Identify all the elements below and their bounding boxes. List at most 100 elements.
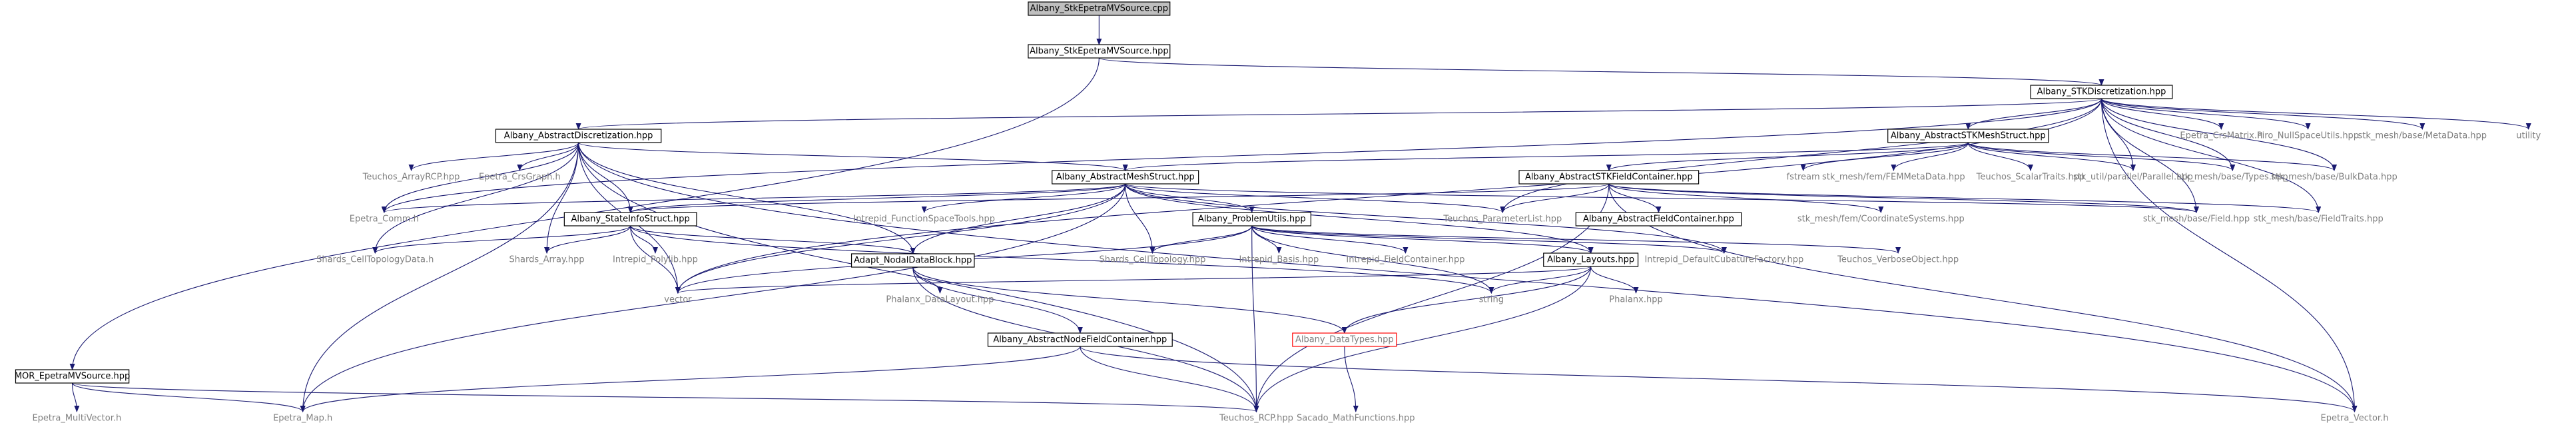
- node-box: [1887, 129, 2049, 143]
- edge-absdisc-to-map: [300, 142, 579, 412]
- node-albany-problemutils-hpp[interactable]: Albany_ProblemUtils.hpp: [1192, 212, 1311, 226]
- edge-stkdisc-to-piro: [2100, 98, 2311, 130]
- node-label: utility: [2516, 131, 2541, 141]
- edge-absstkfield-to-fieldtraits: [1608, 183, 2321, 213]
- edge-problemutils-to-rcp: [1251, 225, 1259, 412]
- edge-absdisc-to-celltopodata: [372, 142, 579, 254]
- node-phalanx-datalayout-hpp: Phalanx_DataLayout.hpp: [886, 295, 994, 305]
- node-box: [15, 369, 130, 384]
- edge-problemutils-to-cubature: [1251, 225, 1727, 254]
- node-adapt-nodaldatablock-hpp[interactable]: Adapt_NodalDataBlock.hpp: [850, 253, 975, 268]
- node-stk-mesh-fem-femmetadata-hpp: stk_mesh/fem/FEMMetaData.hpp: [1822, 173, 1965, 183]
- node-piro-nullspaceutils-hpp: Piro_NullSpaceUtils.hpp: [2257, 131, 2359, 141]
- node-shards-array-hpp: Shards_Array.hpp: [509, 255, 585, 265]
- node-albany-abstractmeshstruct-hpp[interactable]: Albany_AbstractMeshStruct.hpp: [1052, 170, 1199, 185]
- edge-absnodefield-to-map: [300, 346, 1081, 412]
- node-albany-abstractstkfieldcontainer-hpp[interactable]: Albany_AbstractSTKFieldContainer.hpp: [1518, 170, 1700, 185]
- node-epetra-crsgraph-h: Epetra_CrsGraph.h: [479, 173, 561, 183]
- node-albany-abstractdiscretization-hpp[interactable]: Albany_AbstractDiscretization.hpp: [495, 129, 662, 143]
- node-label: Teuchos_ParameterList.hpp: [1443, 215, 1562, 224]
- node-label: Epetra_Vector.h: [2320, 414, 2388, 424]
- node-label: vector: [664, 295, 692, 305]
- edge-stkdisc-to-fieldtraits: [2100, 98, 2322, 213]
- node-box: [1575, 212, 1742, 226]
- node-box: [1292, 332, 1397, 347]
- node-box: [1192, 212, 1311, 226]
- node-sacado-mathfunctions-hpp: Sacado_MathFunctions.hpp: [1297, 414, 1415, 424]
- node-label: MOR_EpetraMVSource.hpp: [15, 372, 131, 382]
- edge-mor-to-map: [72, 382, 306, 412]
- node-label: Shards_CellTopology.hpp: [1100, 255, 1206, 265]
- node-box: [563, 212, 697, 226]
- edge-absstkmesh-to-parallel: [1967, 142, 2136, 171]
- node-albany-stkdiscretization-hpp[interactable]: Albany_STKDiscretization.hpp: [2030, 85, 2173, 99]
- node-teuchos-scalartraits-hpp: Teuchos_ScalarTraits.hpp: [1976, 173, 2085, 183]
- node-label: Albany_Layouts.hpp: [1547, 255, 1634, 265]
- edge-stateinfo-to-string: [630, 225, 1494, 294]
- node-box: [1052, 170, 1199, 185]
- node-label: stk_util/parallel/Parallel.hpp: [2073, 173, 2193, 183]
- edge-stateinfo-to-shardsarray: [544, 225, 631, 254]
- node-epetra-vector-h: Epetra_Vector.h: [2320, 414, 2388, 424]
- node-albany-stkepetramvsource-cpp[interactable]: Albany_StkEpetraMVSource.cpp: [1028, 1, 1171, 16]
- edge-layouts-to-phalanx: [1590, 266, 1639, 294]
- edge-absstkfield-to-paramlist: [1500, 183, 1610, 213]
- edge-stkdisc-to-epvector: [2100, 98, 2358, 412]
- edge-mor-to-multivector: [72, 382, 80, 412]
- node-albany-stateinfostruct-hpp[interactable]: Albany_StateInfoStruct.hpp: [563, 212, 697, 226]
- node-label: Albany_AbstractDiscretization.hpp: [504, 131, 653, 141]
- edge-absmesh-to-adapt: [910, 183, 1126, 254]
- node-label: stk_mesh/base/MetaData.hpp: [2358, 131, 2487, 141]
- edge-absstkfield-to-coordsys: [1608, 183, 1884, 213]
- node-label: stk_mesh/base/FieldTraits.hpp: [2254, 215, 2384, 224]
- node-label: Albany_StateInfoStruct.hpp: [571, 215, 690, 224]
- node-intrepid-polylib-hpp: Intrepid_Polylib.hpp: [613, 255, 698, 265]
- edge-absstkmesh-to-femmeta: [1891, 142, 1969, 171]
- node-label: stk_mesh/base/Field.hpp: [2143, 215, 2250, 224]
- node-albany-datatypes-hpp[interactable]: Albany_DataTypes.hpp: [1292, 332, 1397, 347]
- edge-absdisc-to-shardsarray: [544, 142, 579, 254]
- node-phalanx-hpp: Phalanx.hpp: [1609, 295, 1662, 305]
- edge-absstkfield-to-epvector: [1608, 183, 2358, 412]
- node-label: string: [1479, 295, 1504, 305]
- node-label: Epetra_MultiVector.h: [32, 414, 121, 424]
- edge-absdisc-to-stateinfo: [578, 142, 633, 213]
- node-shards-celltopology-hpp: Shards_CellTopology.hpp: [1100, 255, 1206, 265]
- node-albany-abstractnodefieldcontainer-hpp[interactable]: Albany_AbstractNodeFieldContainer.hpp: [987, 332, 1173, 347]
- node-teuchos-parameterlist-hpp: Teuchos_ParameterList.hpp: [1443, 215, 1562, 224]
- node-string: string: [1479, 295, 1504, 305]
- node-label: Intrepid_DefaultCubatureFactory.hpp: [1644, 255, 1803, 265]
- edge-absstkmesh-to-absstkfield: [1606, 142, 1969, 171]
- edge-absmesh-to-celltopo: [1125, 183, 1155, 254]
- node-label: Epetra_Map.h: [273, 414, 332, 424]
- node-label: Shards_CellTopologyData.h: [316, 255, 434, 265]
- edge-absmesh-to-cubature: [1125, 183, 1727, 254]
- node-label: Albany_AbstractNodeFieldContainer.hpp: [993, 335, 1167, 345]
- edge-problemutils-to-string: [1251, 225, 1494, 294]
- node-stk-mesh-base-metadata-hpp: stk_mesh/base/MetaData.hpp: [2358, 131, 2487, 141]
- node-label: Piro_NullSpaceUtils.hpp: [2257, 131, 2359, 141]
- node-label: Intrepid_FieldContainer.hpp: [1346, 255, 1464, 265]
- edges-layer: [69, 15, 2531, 412]
- edge-stkdisc-to-crsmatrix: [2100, 98, 2224, 130]
- edge-absstkmesh-to-absmesh: [1123, 142, 1969, 171]
- node-label: Albany_STKDiscretization.hpp: [2037, 87, 2166, 97]
- node-fstream: fstream: [1787, 173, 1820, 183]
- edge-stkdisc-to-utility: [2100, 98, 2531, 130]
- node-albany-abstractstkmeshstruct-hpp[interactable]: Albany_AbstractSTKMeshStruct.hpp: [1887, 129, 2049, 143]
- edge-stateinfo-to-polylib: [630, 225, 658, 254]
- edge-stkdisc-to-metadata: [2100, 98, 2425, 130]
- node-albany-stkepetramvsource-hpp[interactable]: Albany_StkEpetraMVSource.hpp: [1028, 44, 1171, 59]
- node-albany-layouts-hpp[interactable]: Albany_Layouts.hpp: [1543, 252, 1639, 267]
- node-mor-epetramvsource-hpp[interactable]: MOR_EpetraMVSource.hpp: [15, 369, 131, 384]
- node-albany-abstractfieldcontainer-hpp[interactable]: Albany_AbstractFieldContainer.hpp: [1575, 212, 1742, 226]
- node-box: [1543, 252, 1639, 267]
- edge-absdisc-to-crsgraph: [517, 142, 579, 171]
- edge-mor-to-rcp: [72, 382, 1259, 412]
- edge-absdisc-to-comm: [381, 142, 579, 213]
- edge-absstkfield-to-field: [1608, 183, 2199, 213]
- edge-absmesh-to-paramlist: [1125, 183, 1506, 213]
- node-label: Albany_AbstractFieldContainer.hpp: [1583, 215, 1734, 224]
- edge-absdisc-to-rcp: [578, 142, 1259, 412]
